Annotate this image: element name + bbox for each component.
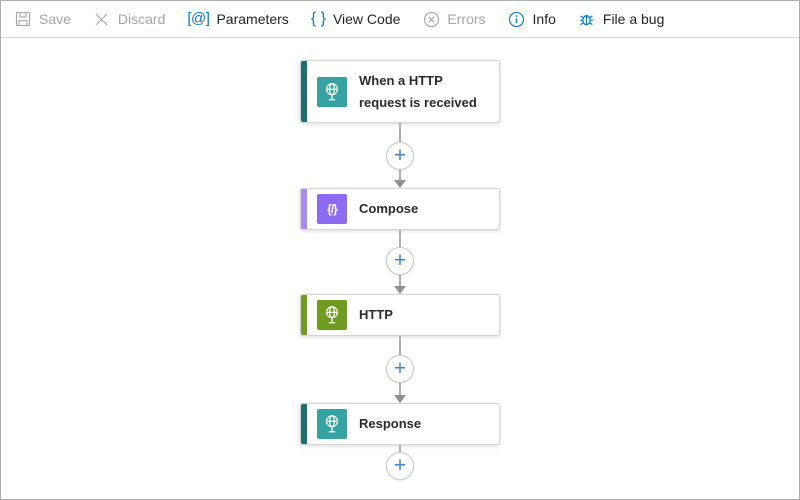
plus-icon: + (393, 356, 407, 380)
parameters-button[interactable]: [@] Parameters (176, 1, 299, 37)
workflow-node-http-request-trigger[interactable]: When a HTTP request is received (300, 60, 500, 123)
errors-label: Errors (447, 11, 486, 27)
discard-label: Discard (117, 11, 166, 27)
node-accent-bar (301, 295, 307, 335)
connector-arrow-icon (394, 286, 406, 294)
node-title: HTTP (359, 307, 393, 322)
plus-icon: + (393, 143, 407, 167)
connector-arrow-icon (394, 180, 406, 188)
parameters-icon: [@] (187, 10, 210, 27)
info-icon (508, 10, 526, 28)
bug-icon (578, 10, 596, 28)
workflow-node-compose[interactable]: {/} Compose (300, 188, 500, 230)
connector-arrow-icon (394, 395, 406, 403)
plus-icon: + (393, 453, 407, 477)
info-label: Info (532, 11, 556, 27)
discard-button[interactable]: Discard (82, 1, 176, 37)
workflow-node-response[interactable]: Response (300, 403, 500, 445)
save-icon (14, 10, 32, 28)
designer-toolbar: Save Discard [@] Parameters { } View Cod… (1, 1, 799, 38)
connector-line (399, 445, 401, 453)
code-braces-icon: {/} (317, 194, 347, 224)
save-label: Save (39, 11, 71, 27)
node-accent-bar (301, 61, 307, 122)
node-title: Response (359, 416, 422, 431)
http-globe-icon (317, 300, 347, 330)
file-a-bug-button[interactable]: File a bug (567, 1, 675, 37)
http-globe-icon (317, 76, 347, 107)
parameters-label: Parameters (216, 11, 289, 27)
errors-icon (422, 10, 440, 28)
node-title: When a HTTP request is received (359, 72, 477, 110)
discard-icon (93, 10, 111, 28)
node-title: Compose (359, 201, 419, 216)
view-code-button[interactable]: { } View Code (300, 1, 412, 37)
workflow-canvas[interactable]: When a HTTP request is received + {/} Co… (1, 38, 799, 499)
errors-button[interactable]: Errors (411, 1, 496, 37)
save-button[interactable]: Save (3, 1, 82, 37)
insert-step-button[interactable]: + (386, 355, 414, 383)
info-button[interactable]: Info (497, 1, 567, 37)
insert-step-button[interactable]: + (386, 142, 414, 170)
insert-step-button[interactable]: + (386, 452, 414, 480)
code-braces-icon: { } (310, 10, 326, 27)
node-accent-bar (301, 189, 307, 229)
node-accent-bar (301, 404, 307, 444)
insert-step-button[interactable]: + (386, 247, 414, 275)
file-a-bug-label: File a bug (602, 11, 665, 27)
workflow-node-http[interactable]: HTTP (300, 294, 500, 336)
view-code-label: View Code (332, 11, 401, 27)
http-globe-icon (317, 409, 347, 439)
plus-icon: + (393, 248, 407, 272)
